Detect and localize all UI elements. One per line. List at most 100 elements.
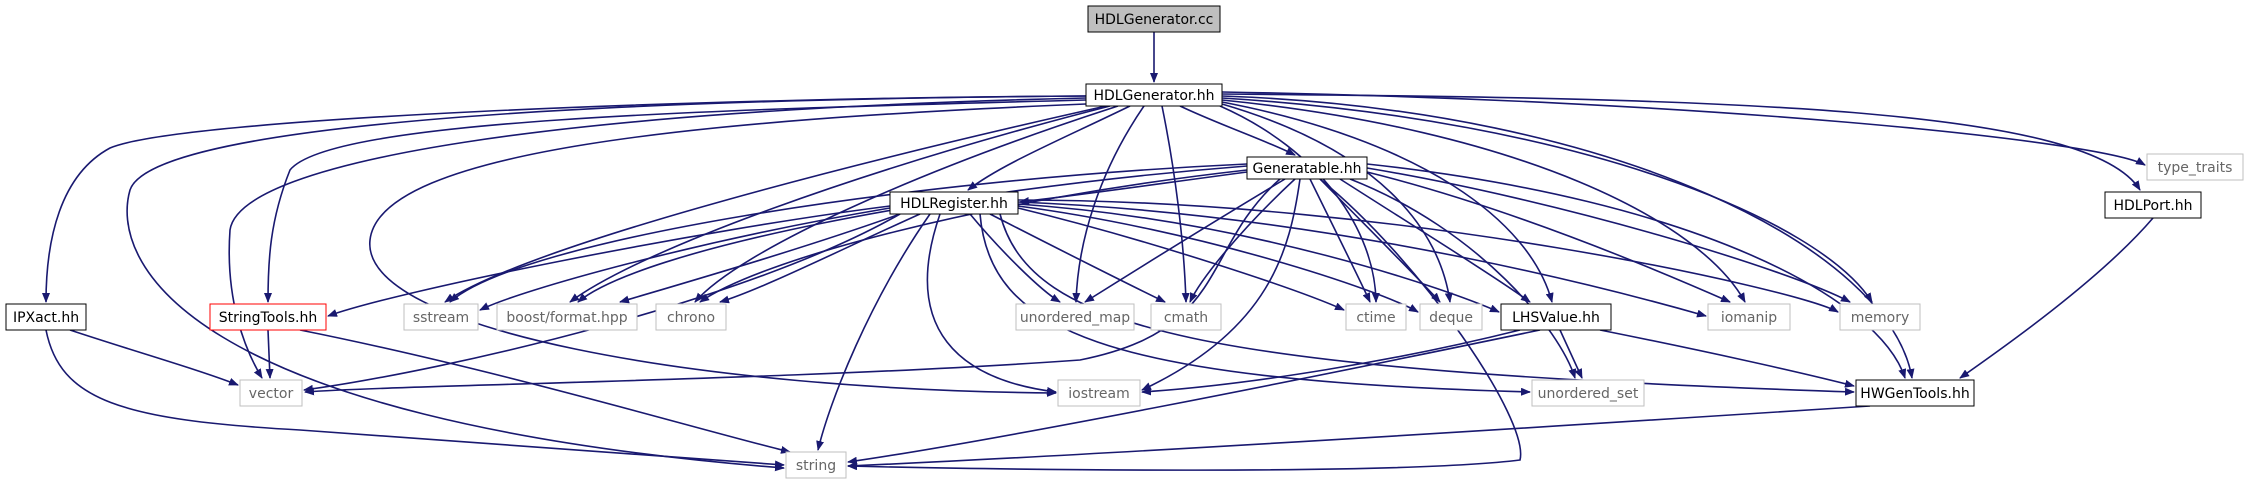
node-sstream[interactable]: sstream (403, 303, 479, 331)
node-label: HDLGenerator.cc (1095, 12, 1214, 28)
node-ipxact-hh[interactable]: IPXact.hh (5, 303, 87, 331)
edge-hdlgenerator-hh-to-chrono (694, 105, 1119, 303)
edge-hdlregister-hh-to-ctime (1017, 207, 1345, 311)
edge-hdlgenerator-hh-to-memory (1221, 97, 1873, 303)
node-iomanip[interactable]: iomanip (1707, 303, 1791, 331)
edge-hdlgenerator-hh-to-iomanip (1221, 99, 1746, 303)
node-label: HDLGenerator.hh (1093, 88, 1214, 104)
edge-generatable-hh-to-cmath (1189, 178, 1296, 303)
node-label: unordered_set (1538, 386, 1639, 402)
node-chrono[interactable]: chrono (655, 303, 727, 331)
edge-hdlgenerator-hh-to-lhsvalue-hh (1221, 101, 1554, 303)
edge-generatable-hh-to-vector (304, 178, 1281, 396)
node-label: string (796, 458, 836, 474)
node-cmath[interactable]: cmath (1150, 303, 1222, 331)
node-ctime[interactable]: ctime (1345, 303, 1407, 331)
edge-hdlregister-hh-to-unordered-map (969, 213, 1061, 303)
node-label: StringTools.hh (219, 310, 317, 326)
edge-hdlregister-hh-to-lhsvalue-hh (1017, 203, 1500, 313)
edge-generatable-hh-to-memory (1366, 167, 1851, 303)
edge-generatable-hh-to-deque (1319, 178, 1441, 303)
edge-generatable-hh-to-iostream (1141, 178, 1301, 391)
node-label: deque (1429, 310, 1473, 326)
node-memory[interactable]: memory (1839, 303, 1921, 331)
node-vector[interactable]: vector (239, 379, 303, 407)
edge-hdlregister-hh-to-string (816, 213, 931, 451)
edge-generatable-hh-to-unordered-map (1084, 178, 1286, 303)
edge-hdlgenerator-hh-to-boost-format (569, 105, 1111, 303)
edge-generatable-hh-to-chrono (699, 169, 1248, 303)
node-hwgentools-hh[interactable]: HWGenTools.hh (1855, 379, 1975, 407)
node-label: cmath (1164, 310, 1208, 326)
edge-lhsvalue-hh-to-hwgentools-hh (1599, 329, 1855, 388)
edge-generatable-hh-to-boost-format (577, 165, 1248, 303)
file-nodes: HDLGenerator.cc HDLGenerator.hh Generata… (5, 5, 2244, 479)
edge-lhsvalue-hh-to-iostream (1141, 329, 1521, 396)
node-label: unordered_map (1020, 310, 1130, 326)
edge-generatable-hh-to-string (847, 178, 1522, 471)
node-hdlport-hh[interactable]: HDLPort.hh (2104, 191, 2202, 219)
node-string[interactable]: string (785, 451, 847, 479)
edge-hdlregister-hh-to-chrono (719, 213, 921, 304)
edge-hdlregister-hh-to-vector (303, 213, 901, 393)
edge-hdlregister-hh-to-unordered-set (979, 213, 1531, 396)
node-label: iomanip (1721, 310, 1777, 326)
node-label: Generatable.hh (1253, 161, 1362, 177)
edge-stringtools-hh-to-string (299, 329, 791, 454)
node-unordered-map[interactable]: unordered_map (1015, 303, 1135, 331)
node-iostream[interactable]: iostream (1057, 379, 1141, 407)
edge-hdlgenerator-hh-to-unordered-map (1072, 105, 1145, 303)
node-hdlregister-hh[interactable]: HDLRegister.hh (889, 191, 1019, 215)
node-label: HDLRegister.hh (900, 196, 1008, 212)
edge-lhsvalue-hh-to-string (847, 329, 1541, 465)
node-label: vector (249, 386, 294, 402)
edge-hdlregister-hh-to-hwgentools-hh (999, 213, 1855, 396)
node-boost-format[interactable]: boost/format.hpp (496, 303, 638, 331)
edge-hdlregister-hh-to-cmath (989, 213, 1166, 303)
edge-generatable-hh-to-hwgentools-hh (1366, 163, 1907, 379)
node-type-traits[interactable]: type_traits (2146, 153, 2244, 181)
edge-hdlgenerator-hh-to-iostream (369, 103, 1087, 397)
edge-hdlgenerator-hh-to-deque (1221, 103, 1453, 303)
edge-hdlregister-hh-to-iomanip (1017, 201, 1707, 318)
edge-hdlgenerator-hh-to-hwgentools-hh (1221, 95, 1915, 379)
node-label: ctime (1356, 310, 1395, 326)
node-label: HWGenTools.hh (1860, 386, 1969, 402)
node-label: HDLPort.hh (2113, 198, 2192, 214)
edge-generatable-hh-to-ctime (1309, 178, 1371, 303)
edge-hdlgenerator-hh-to-hdlport-hh (1221, 93, 2141, 191)
edge-hdlgenerator-hh-to-hdlregister-hh (967, 105, 1131, 191)
node-deque[interactable]: deque (1419, 303, 1483, 331)
node-hdlgenerator-cc[interactable]: HDLGenerator.cc (1087, 5, 1221, 33)
edge-hdlregister-hh-to-memory (1017, 199, 1839, 313)
node-hdlgenerator-hh[interactable]: HDLGenerator.hh (1085, 83, 1223, 107)
edge-hdlregister-hh-to-deque (1017, 205, 1419, 313)
edge-generatable-hh-to-unordered-set (1349, 178, 1577, 379)
edge-hdlgenerator-hh-to-type-traits (1221, 91, 2146, 166)
edge-hdlregister-hh-to-boost-format (619, 213, 901, 304)
node-generatable-hh[interactable]: Generatable.hh (1246, 156, 1368, 180)
node-stringtools-hh[interactable]: StringTools.hh (209, 303, 327, 331)
node-label: type_traits (2158, 160, 2233, 176)
node-label: sstream (413, 310, 469, 326)
edge-ipxact-hh-to-string (45, 329, 785, 469)
node-unordered-set[interactable]: unordered_set (1531, 379, 1645, 407)
edge-generatable-hh-to-lhsvalue-hh (1339, 178, 1531, 303)
node-label: iostream (1068, 386, 1130, 402)
edge-stringtools-hh-to-vector (265, 329, 274, 379)
edge-ipxact-hh-to-vector (69, 329, 239, 386)
edge-hdlgenerator-hh-to-generatable-hh (1179, 105, 1296, 156)
edge-hdlregister-hh-to-stringtools-hh (327, 205, 891, 317)
edge-hdlport-hh-to-hwgentools-hh (1959, 217, 2154, 379)
node-label: IPXact.hh (13, 310, 79, 326)
edge-generatable-hh-to-iomanip (1366, 171, 1731, 303)
edge-lhsvalue-hh-to-unordered-set (1559, 329, 1583, 379)
dependency-edges (42, 32, 2154, 472)
edge-hdlregister-hh-to-sstream (479, 207, 891, 311)
edge-generatable-hh-to-sstream (449, 163, 1248, 303)
node-label: memory (1851, 310, 1910, 326)
node-label: boost/format.hpp (506, 310, 627, 326)
node-lhsvalue-hh[interactable]: LHSValue.hh (1500, 303, 1612, 331)
edge-hwgentools-hh-to-string (847, 405, 1871, 470)
